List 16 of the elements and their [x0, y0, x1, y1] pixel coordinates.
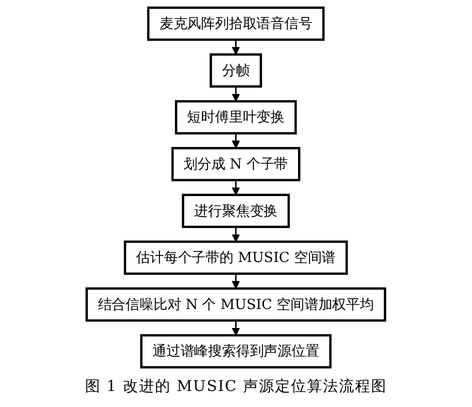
- process-box: 估计每个子带的 MUSIC 空间谱: [124, 240, 348, 275]
- process-box: 进行聚焦变换: [182, 194, 290, 228]
- process-box: 划分成 N 个子带: [172, 146, 300, 182]
- arrow: [232, 86, 240, 102]
- figure-caption: 图 1 改进的 MUSIC 声源定位算法流程图: [84, 377, 388, 396]
- process-box: 分帧: [210, 53, 262, 88]
- arrow: [232, 226, 240, 242]
- process-box: 结合信噪比对 N 个 MUSIC 空间谱加权平均: [86, 287, 386, 322]
- process-box: 麦克风阵列拾取语音信号: [147, 6, 325, 41]
- arrow: [232, 180, 240, 196]
- process-box: 短时傅里叶变换: [175, 100, 297, 134]
- arrow: [232, 133, 240, 148]
- arrow: [232, 40, 240, 55]
- arrow: [232, 320, 240, 336]
- process-box: 通过谱峰搜索得到声源位置: [140, 334, 332, 368]
- arrow: [232, 274, 240, 289]
